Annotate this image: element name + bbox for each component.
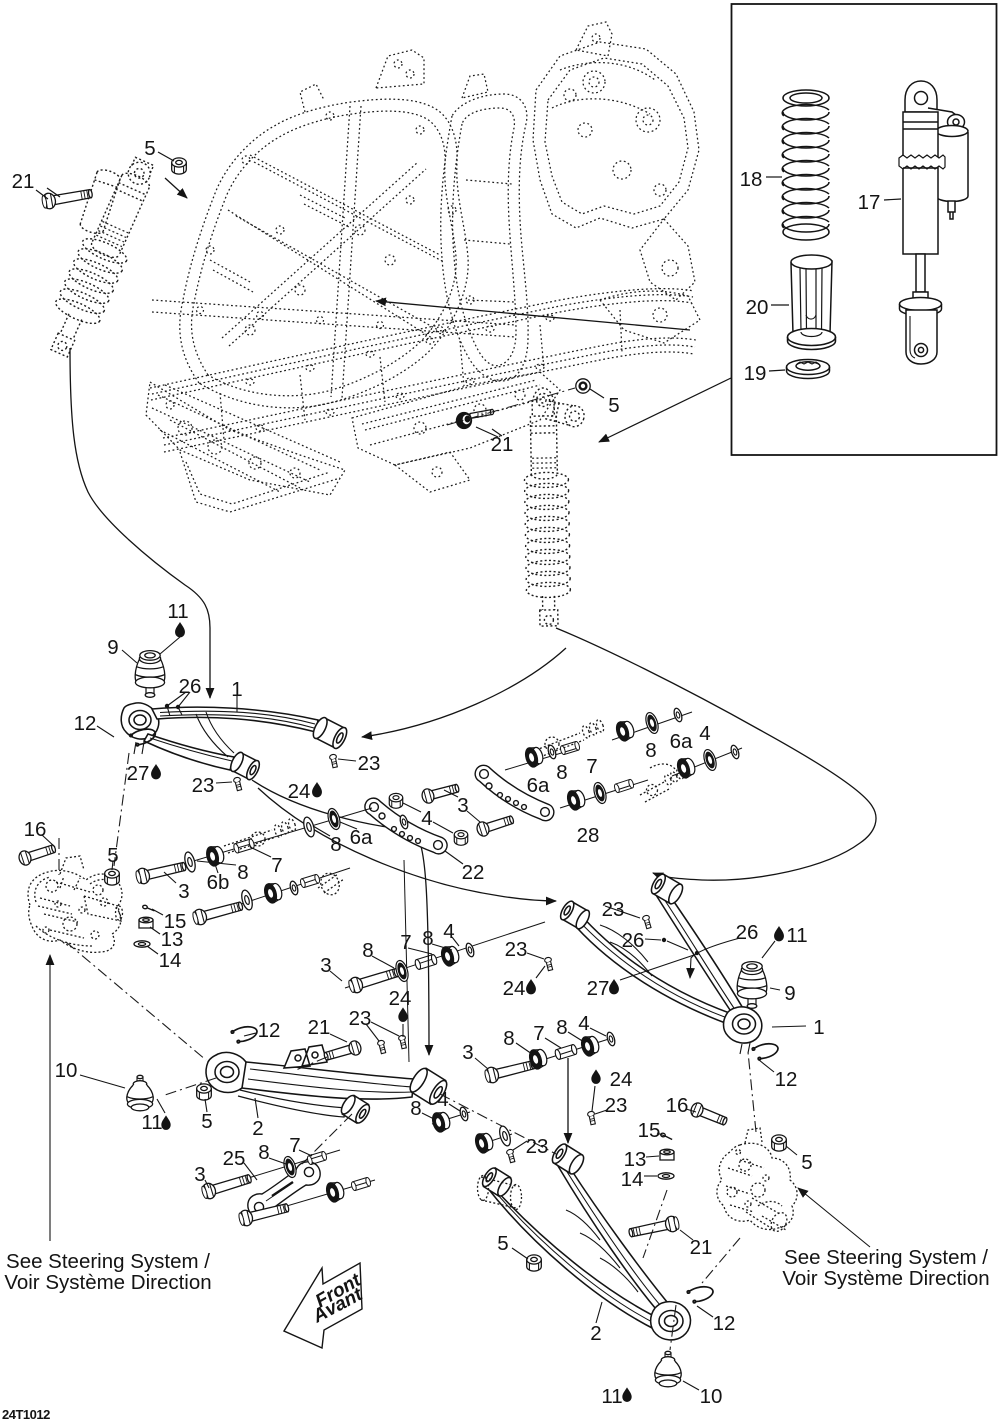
svg-text:5: 5 [144, 137, 155, 160]
svg-text:8: 8 [362, 939, 373, 962]
svg-text:4: 4 [437, 1088, 448, 1111]
svg-text:10: 10 [55, 1059, 78, 1082]
svg-text:6a: 6a [670, 730, 693, 753]
svg-text:24: 24 [288, 780, 311, 803]
svg-text:25: 25 [223, 1147, 246, 1170]
svg-text:12: 12 [775, 1068, 798, 1091]
svg-text:6a: 6a [527, 774, 550, 797]
svg-text:24: 24 [610, 1068, 633, 1091]
svg-text:23: 23 [349, 1007, 372, 1030]
svg-text:6a: 6a [350, 826, 373, 849]
svg-text:23: 23 [192, 774, 215, 797]
svg-text:13: 13 [161, 928, 184, 951]
svg-text:8: 8 [410, 1097, 421, 1120]
svg-text:7: 7 [533, 1022, 544, 1045]
svg-text:23: 23 [526, 1135, 549, 1158]
svg-text:18: 18 [740, 168, 763, 191]
svg-text:4: 4 [443, 920, 454, 943]
svg-text:24T1012: 24T1012 [2, 1407, 50, 1422]
svg-text:3: 3 [457, 794, 468, 817]
svg-text:27: 27 [587, 977, 610, 1000]
svg-text:23: 23 [505, 938, 528, 961]
svg-text:4: 4 [699, 722, 710, 745]
svg-text:22: 22 [462, 861, 485, 884]
svg-text:17: 17 [858, 191, 881, 214]
svg-text:4: 4 [578, 1012, 589, 1035]
svg-text:14: 14 [159, 949, 182, 972]
svg-text:8: 8 [422, 927, 433, 950]
svg-text:3: 3 [194, 1163, 205, 1186]
svg-text:Voir Système Direction: Voir Système Direction [782, 1267, 989, 1290]
svg-text:21: 21 [308, 1016, 331, 1039]
svg-text:11: 11 [167, 600, 188, 623]
svg-text:23: 23 [358, 752, 381, 775]
svg-text:5: 5 [608, 394, 619, 417]
svg-text:11: 11 [141, 1111, 162, 1134]
svg-text:15: 15 [638, 1119, 661, 1142]
svg-text:8: 8 [645, 739, 656, 762]
svg-text:21: 21 [12, 170, 35, 193]
svg-text:6b: 6b [207, 871, 230, 894]
svg-text:2: 2 [590, 1322, 601, 1345]
svg-text:16: 16 [666, 1094, 689, 1117]
svg-text:20: 20 [746, 296, 769, 319]
svg-text:8: 8 [503, 1027, 514, 1050]
svg-text:3: 3 [462, 1041, 473, 1064]
svg-text:19: 19 [744, 362, 767, 385]
svg-text:7: 7 [289, 1134, 300, 1157]
svg-text:9: 9 [784, 982, 795, 1005]
svg-text:7: 7 [586, 755, 597, 778]
svg-text:7: 7 [400, 931, 411, 954]
svg-text:8: 8 [556, 1016, 567, 1039]
svg-text:7: 7 [271, 854, 282, 877]
svg-text:3: 3 [320, 954, 331, 977]
svg-text:See Steering System /: See Steering System / [784, 1246, 988, 1269]
svg-text:12: 12 [258, 1019, 281, 1042]
svg-text:5: 5 [107, 844, 118, 867]
svg-text:21: 21 [491, 433, 514, 456]
svg-text:23: 23 [602, 898, 625, 921]
svg-text:11: 11 [786, 924, 807, 947]
svg-text:28: 28 [577, 824, 600, 847]
svg-text:24: 24 [389, 987, 412, 1010]
svg-text:11: 11 [601, 1385, 622, 1408]
svg-text:8: 8 [556, 761, 567, 784]
svg-text:12: 12 [74, 712, 97, 735]
svg-text:8: 8 [330, 833, 341, 856]
svg-text:24: 24 [503, 977, 526, 1000]
svg-text:5: 5 [201, 1110, 212, 1133]
svg-text:13: 13 [624, 1148, 647, 1171]
svg-text:Voir Système Direction: Voir Système Direction [4, 1271, 211, 1294]
svg-text:27: 27 [127, 762, 150, 785]
svg-text:8: 8 [237, 861, 248, 884]
svg-text:See Steering System /: See Steering System / [6, 1250, 210, 1273]
svg-text:3: 3 [178, 880, 189, 903]
svg-text:15: 15 [164, 910, 187, 933]
svg-text:2: 2 [252, 1117, 263, 1140]
svg-text:26: 26 [736, 921, 759, 944]
svg-text:8: 8 [258, 1141, 269, 1164]
svg-text:10: 10 [700, 1385, 723, 1408]
svg-text:5: 5 [497, 1232, 508, 1255]
svg-text:4: 4 [421, 807, 432, 830]
svg-text:9: 9 [107, 636, 118, 659]
svg-text:26: 26 [622, 929, 645, 952]
svg-text:26: 26 [179, 675, 202, 698]
svg-text:21: 21 [690, 1236, 713, 1259]
svg-text:23: 23 [605, 1094, 628, 1117]
svg-text:5: 5 [801, 1151, 812, 1174]
svg-text:1: 1 [813, 1016, 824, 1039]
svg-text:12: 12 [713, 1312, 736, 1335]
svg-text:1: 1 [231, 678, 242, 701]
svg-text:14: 14 [621, 1168, 644, 1191]
svg-text:16: 16 [24, 818, 47, 841]
